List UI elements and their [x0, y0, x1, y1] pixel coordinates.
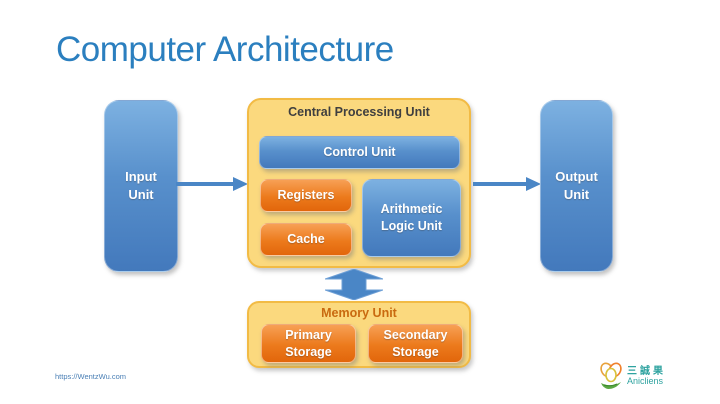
control-unit-label: Control Unit: [323, 145, 396, 160]
arrow-input-to-cpu-icon: [176, 177, 248, 191]
secondary-storage-label: Secondary Storage: [383, 327, 448, 359]
arrow-cpu-to-output-icon: [473, 177, 541, 191]
logo: 三誠果 Anicliens: [598, 361, 666, 391]
input-unit-box: Input Unit: [104, 100, 178, 272]
logo-cjk-text: 三誠果: [627, 365, 666, 377]
cache-label: Cache: [287, 232, 325, 247]
cpu-title: Central Processing Unit: [288, 105, 430, 119]
memory-title: Memory Unit: [321, 306, 397, 320]
output-unit-box: Output Unit: [540, 100, 613, 272]
cpu-container: Central Processing Unit Control Unit Reg…: [247, 98, 471, 268]
primary-storage-box: Primary Storage: [261, 324, 356, 363]
control-unit-box: Control Unit: [259, 136, 460, 169]
page-title: Computer Architecture: [56, 30, 394, 69]
registers-box: Registers: [260, 179, 352, 212]
alu-box: Arithmetic Logic Unit: [362, 179, 461, 257]
footer-link[interactable]: https://WentzWu.com: [55, 372, 126, 381]
memory-container: Memory Unit Primary Storage Secondary St…: [247, 301, 471, 368]
flower-icon: [600, 362, 622, 389]
primary-storage-label: Primary Storage: [285, 327, 332, 359]
secondary-storage-box: Secondary Storage: [368, 324, 463, 363]
logo-latin-text: Anicliens: [627, 375, 664, 386]
registers-label: Registers: [277, 188, 335, 203]
cache-box: Cache: [260, 223, 352, 256]
input-unit-label: Input Unit: [125, 169, 157, 202]
output-unit-label: Output Unit: [555, 169, 598, 202]
logo-text: 三誠果 Anicliens: [627, 366, 666, 387]
alu-label: Arithmetic Logic Unit: [380, 202, 443, 233]
arrow-cpu-memory-icon: [325, 269, 383, 300]
